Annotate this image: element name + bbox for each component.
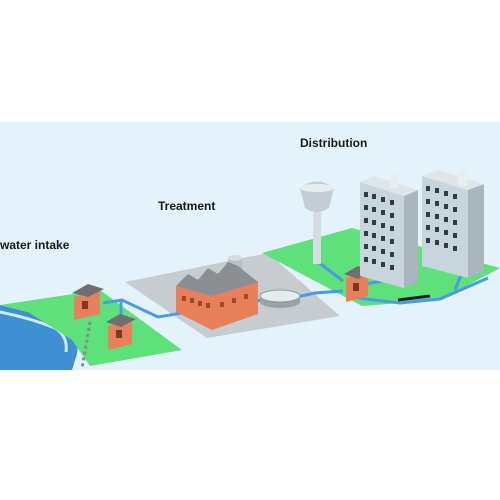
treatment-label: Treatment bbox=[158, 199, 216, 213]
apartment-building-icon bbox=[360, 172, 418, 288]
water-intake-hut-icon bbox=[72, 284, 104, 320]
pipe-junction bbox=[397, 294, 431, 302]
water-intake-label: water intake bbox=[0, 238, 70, 252]
intake-pipe bbox=[80, 321, 92, 369]
settling-tank-icon bbox=[259, 289, 301, 308]
treatment-plant-icon bbox=[176, 255, 258, 330]
distribution-label: Distribution bbox=[300, 136, 368, 150]
river bbox=[0, 305, 78, 370]
apartment-building-icon bbox=[422, 170, 484, 278]
intake-ground bbox=[0, 290, 182, 366]
water-tower-icon bbox=[300, 181, 334, 264]
pump-house-icon bbox=[106, 314, 136, 350]
